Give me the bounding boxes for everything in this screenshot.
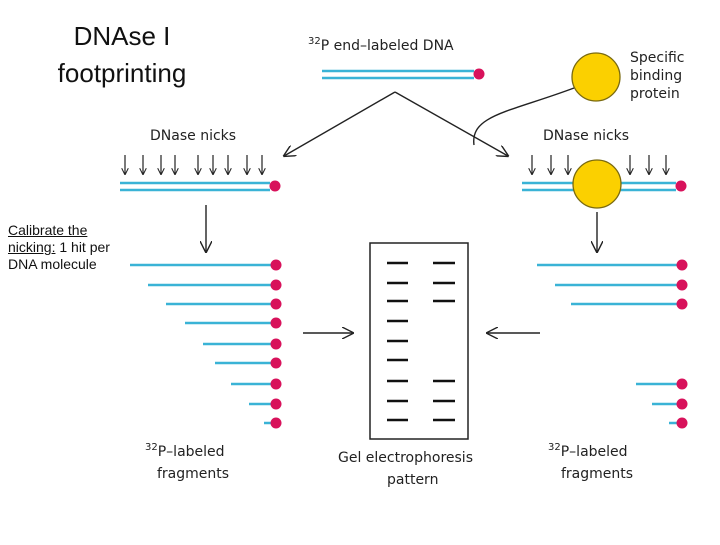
top-dna-duplex [322, 68, 485, 80]
gel-label-line-1: Gel electrophoresis [338, 450, 473, 466]
protein-label-line-1: Specific [630, 50, 685, 66]
fragment-label-dot [270, 259, 282, 271]
right-fragments-superscript: 32 [548, 442, 561, 453]
top-label-dot [473, 68, 485, 80]
fragment-label-dot [270, 398, 282, 410]
left-fragments-label-line-2: fragments [157, 466, 229, 482]
left-label-dot [269, 180, 281, 192]
fragment-label-dot [676, 279, 688, 291]
arrow-to-left-branch [284, 91, 396, 156]
top-label-text: P end–labeled DNA [321, 38, 454, 54]
fragment-label-dot [270, 279, 282, 291]
fragment-label-dot [676, 298, 688, 310]
fragment-label-dot [676, 259, 688, 271]
fragment-label-dot [676, 378, 688, 390]
fragment-label-dot [270, 298, 282, 310]
gel-box [369, 242, 469, 440]
fragment-label-dot [270, 417, 282, 429]
calibration-note: Calibrate the nicking: 1 hit per DNA mol… [8, 222, 124, 273]
fragment-label-dot [270, 338, 282, 350]
left-fragments-line-1-text: P–labeled [158, 444, 225, 460]
left-fragments-superscript: 32 [145, 442, 158, 453]
fragment-label-dot [676, 398, 688, 410]
title-line-1: DNAse I [74, 21, 171, 51]
left-nicks-label: DNase nicks [150, 128, 236, 144]
arrow-to-right-branch [394, 91, 508, 156]
left-fragments [130, 259, 282, 429]
fragment-label-dot [270, 317, 282, 329]
protein-label-line-3: protein [630, 86, 680, 102]
gel-left-lane [387, 261, 408, 422]
left-dna-duplex [120, 180, 281, 192]
top-dna-label: 32P end–labeled DNA [308, 36, 454, 54]
gel-label-line-2: pattern [387, 472, 438, 488]
protein-connector-line [473, 87, 575, 146]
left-fragments-label-line-1: 32P–labeled [145, 442, 225, 460]
calibration-note-rest: 1 hit per DNA molecule [8, 239, 110, 272]
right-fragments-label-line-1: 32P–labeled [548, 442, 628, 460]
fragment-label-dot [270, 378, 282, 390]
gel-right-lane [433, 261, 455, 422]
right-fragments-label-line-2: fragments [561, 466, 633, 482]
right-label-dot [675, 180, 687, 192]
left-nick-arrows [125, 155, 262, 174]
protein-label-line-2: binding [630, 68, 682, 84]
calibration-note-underlined: Calibrate the nicking: [8, 222, 88, 255]
right-fragments-line-1-text: P–labeled [561, 444, 628, 460]
protein-icon [571, 52, 621, 102]
bound-protein-icon [572, 159, 622, 209]
right-nick-arrows [532, 155, 666, 174]
title-line-2: footprinting [58, 58, 187, 88]
fragment-label-dot [270, 357, 282, 369]
top-label-superscript: 32 [308, 36, 321, 47]
right-nicks-label: DNase nicks [543, 128, 629, 144]
right-fragments [537, 259, 688, 429]
fragment-label-dot [676, 417, 688, 429]
